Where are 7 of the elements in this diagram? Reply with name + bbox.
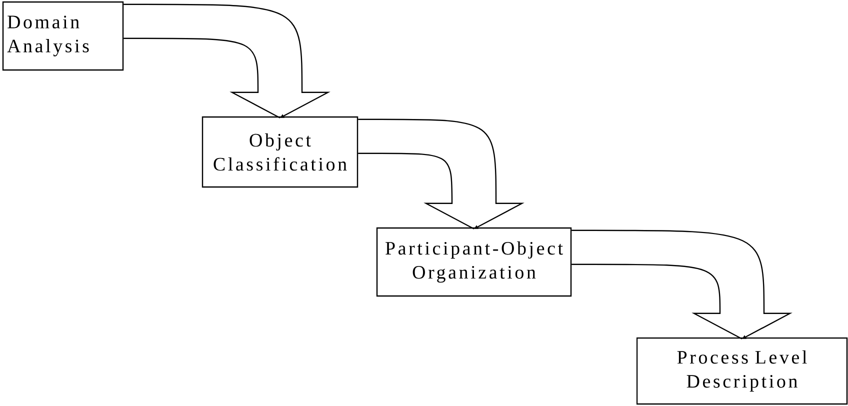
process-box: Process Level Description [636, 337, 848, 405]
block-arrow [123, 4, 329, 118]
process-box: Participant-Object Organization [376, 227, 572, 297]
block-arrow [571, 230, 791, 340]
process-box: Domain Analysis [2, 1, 124, 71]
block-arrow [358, 118, 523, 230]
process-box: Object Classification [202, 116, 358, 188]
